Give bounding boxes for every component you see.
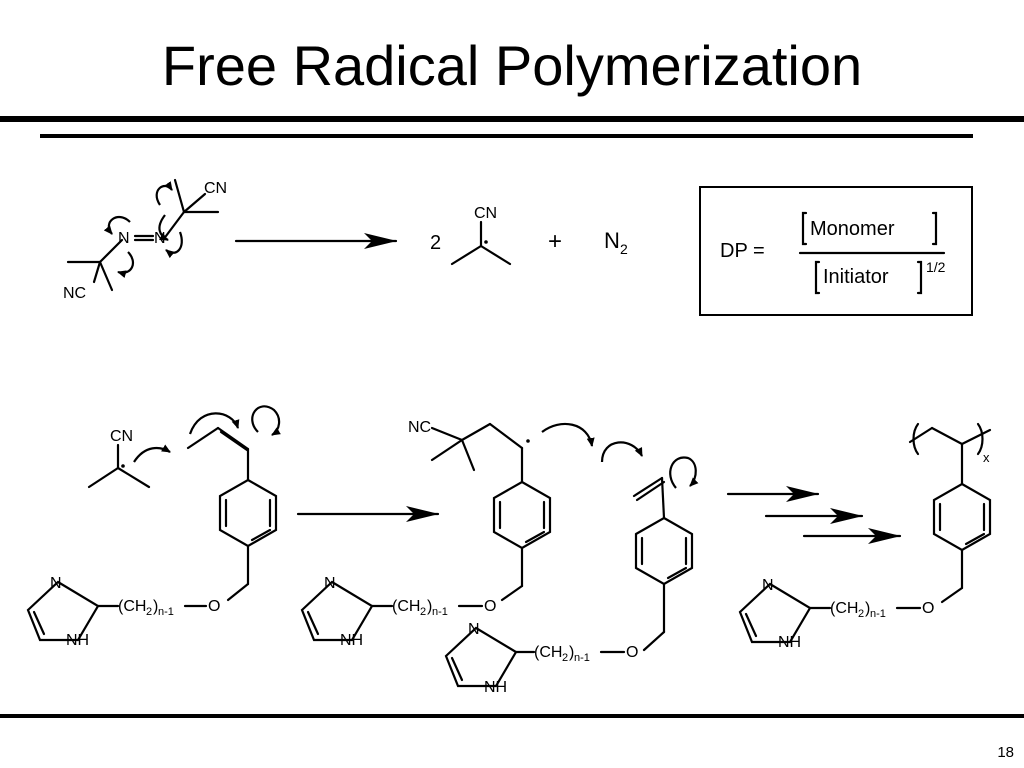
linker-c-ch: (CH bbox=[534, 644, 562, 661]
imidazole-b: N NH (CH 2 ) n-1 O bbox=[300, 575, 496, 649]
imidazole-d-n: N bbox=[762, 577, 774, 594]
aibn-nc-label: NC bbox=[63, 285, 86, 302]
imidazole-a-n: N bbox=[50, 575, 62, 592]
aibn-molecule: N N CN NC bbox=[63, 178, 227, 302]
page-number: 18 bbox=[997, 744, 1014, 761]
linker-c-n1: n-1 bbox=[574, 652, 590, 664]
monomer-a bbox=[186, 405, 281, 602]
dp-numerator: Monomer bbox=[810, 218, 895, 240]
imidazole-d: N NH (CH 2 ) n-1 O bbox=[738, 577, 934, 651]
linker-a-n1: n-1 bbox=[158, 606, 174, 618]
linker-b-n1: n-1 bbox=[432, 606, 448, 618]
multistep-arrows bbox=[726, 486, 902, 544]
linker-d-ch: (CH bbox=[830, 600, 858, 617]
linker-c-close: ) bbox=[569, 644, 574, 661]
dp-denominator: Initiator bbox=[823, 266, 889, 288]
n2-symbol: N bbox=[604, 228, 620, 253]
imidazole-b-n: N bbox=[324, 575, 336, 592]
slide-title: Free Radical Polymerization bbox=[161, 34, 863, 97]
azo-n-left: N bbox=[118, 230, 130, 247]
imidazole-a: N NH (CH 2 ) n-1 O bbox=[26, 575, 220, 649]
linker-a-close: ) bbox=[153, 598, 158, 615]
linker-d-2: 2 bbox=[858, 608, 864, 620]
linker-c-o: O bbox=[626, 644, 638, 661]
title-rule-thin bbox=[40, 134, 973, 138]
monomer-c bbox=[632, 456, 699, 652]
imidazole-a-nh: NH bbox=[66, 632, 89, 649]
linker-a-2: 2 bbox=[146, 606, 152, 618]
linker-b-o: O bbox=[484, 598, 496, 615]
linker-b-close: ) bbox=[427, 598, 432, 615]
adduct-nc-label: NC bbox=[408, 419, 431, 436]
imidazole-c: N NH (CH 2 ) n-1 O bbox=[444, 621, 638, 696]
radical-cn-label: CN bbox=[474, 205, 497, 222]
title-rule-thick bbox=[0, 116, 1024, 122]
radical-coefficient: 2 bbox=[430, 232, 441, 254]
polymer-subscript-x: x bbox=[983, 450, 990, 465]
linker-d-n1: n-1 bbox=[870, 608, 886, 620]
linker-c-2: 2 bbox=[562, 652, 568, 664]
linker-a-ch: (CH bbox=[118, 598, 146, 615]
initiator-cn-label: CN bbox=[110, 428, 133, 445]
aibn-cn-label: CN bbox=[204, 180, 227, 197]
linker-d-close: ) bbox=[865, 600, 870, 617]
linker-a-o: O bbox=[208, 598, 220, 615]
imidazole-d-nh: NH bbox=[778, 634, 801, 651]
polymer-product: x bbox=[908, 422, 992, 604]
radical-products: 2 CN + N 2 bbox=[430, 205, 628, 266]
linker-b-ch: (CH bbox=[392, 598, 420, 615]
dp-equation-box: DP = Monomer Initiator 1/2 bbox=[699, 186, 973, 316]
n2-subscript: 2 bbox=[620, 241, 628, 257]
plus-sign: + bbox=[548, 228, 562, 255]
imidazole-b-nh: NH bbox=[340, 632, 363, 649]
linker-b-2: 2 bbox=[420, 606, 426, 618]
initiator-radical: CN bbox=[87, 428, 171, 489]
linker-d-o: O bbox=[922, 600, 934, 617]
imidazole-c-nh: NH bbox=[484, 679, 507, 696]
dp-exponent: 1/2 bbox=[926, 259, 946, 275]
imidazole-c-n: N bbox=[468, 621, 480, 638]
footer-rule bbox=[0, 714, 1024, 718]
adduct-radical: NC bbox=[408, 419, 643, 602]
dp-lhs: DP = bbox=[720, 240, 765, 262]
